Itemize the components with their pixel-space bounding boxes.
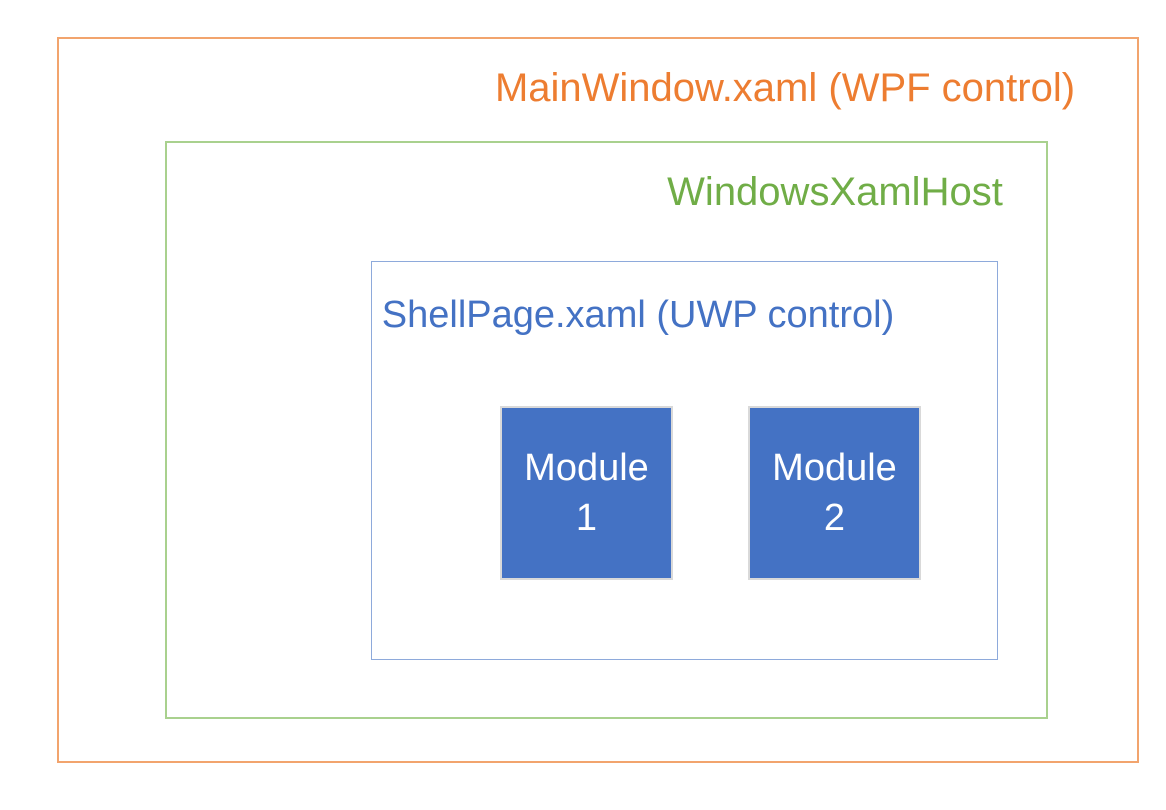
module-2-label-line1: Module bbox=[772, 447, 897, 489]
shellpage-uwp-label: ShellPage.xaml (UWP control) bbox=[381, 294, 895, 336]
module-1-box: Module 1 bbox=[500, 406, 673, 580]
module-2-box: Module 2 bbox=[748, 406, 921, 580]
mainwindow-wpf-box: MainWindow.xaml (WPF control) WindowsXam… bbox=[57, 37, 1139, 763]
module-1-label-line2: 1 bbox=[575, 497, 598, 539]
module-2-label-line2: 2 bbox=[823, 497, 846, 539]
mainwindow-wpf-label: MainWindow.xaml (WPF control) bbox=[494, 66, 1076, 110]
shellpage-uwp-box: ShellPage.xaml (UWP control) Module 1 Mo… bbox=[371, 261, 998, 660]
windows-xaml-host-box: WindowsXamlHost ShellPage.xaml (UWP cont… bbox=[165, 141, 1048, 719]
windows-xaml-host-label: WindowsXamlHost bbox=[667, 170, 1003, 214]
module-1-label-line1: Module bbox=[524, 447, 649, 489]
